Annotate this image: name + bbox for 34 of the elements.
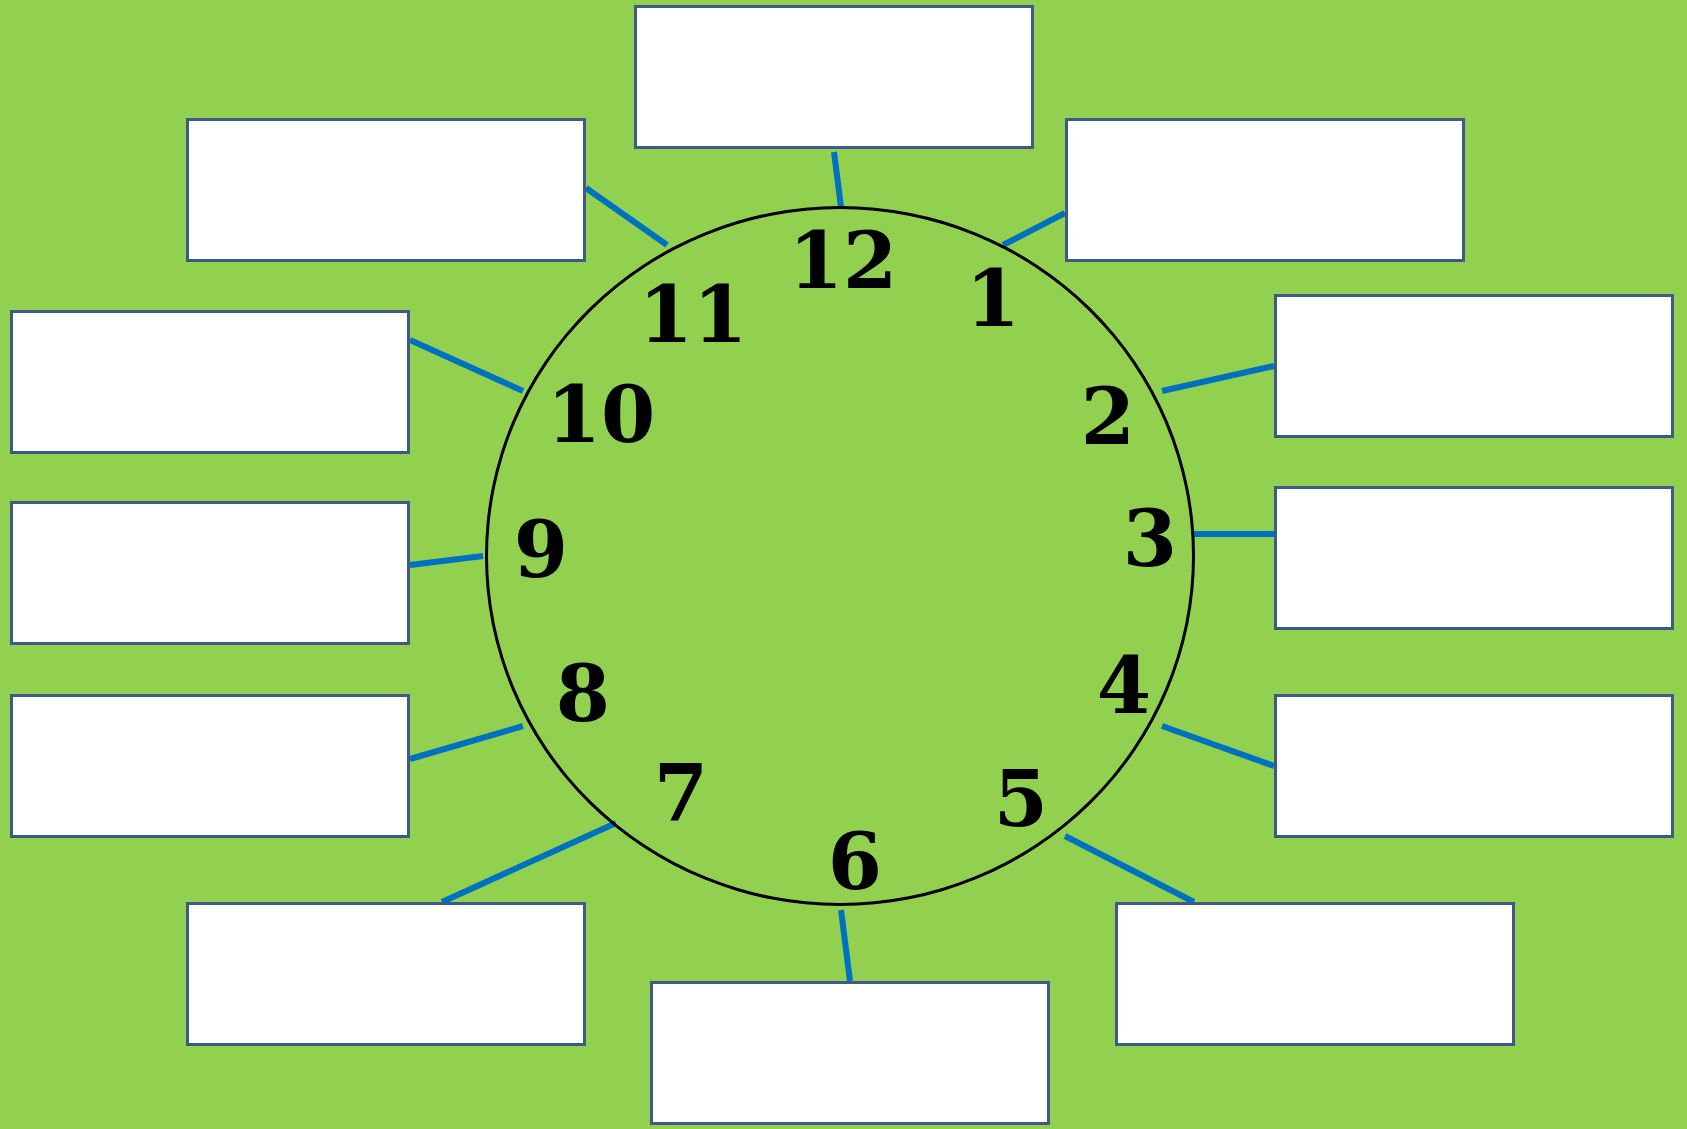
answer-box bbox=[10, 694, 410, 838]
clock-numeral: 7 bbox=[653, 755, 709, 833]
leader-line bbox=[831, 151, 844, 208]
clock-numeral: 6 bbox=[827, 823, 883, 901]
answer-box bbox=[1065, 118, 1465, 262]
answer-box bbox=[1115, 902, 1515, 1046]
leader-line bbox=[1001, 210, 1067, 248]
clock-numeral: 10 bbox=[546, 376, 656, 454]
answer-box bbox=[1274, 694, 1674, 838]
leader-line bbox=[409, 553, 484, 568]
clock-numeral: 8 bbox=[555, 655, 611, 733]
clock-numeral: 2 bbox=[1080, 378, 1136, 456]
clock-numeral: 12 bbox=[788, 222, 898, 300]
leader-line bbox=[584, 185, 669, 248]
clock-numeral: 5 bbox=[993, 760, 1049, 838]
clock-numeral: 3 bbox=[1122, 500, 1178, 578]
clock-numeral: 4 bbox=[1096, 647, 1152, 725]
answer-box bbox=[1274, 486, 1674, 630]
clock-numeral: 11 bbox=[638, 276, 748, 354]
clock-numeral: 1 bbox=[965, 260, 1021, 338]
answer-box bbox=[634, 5, 1034, 149]
answer-box bbox=[186, 118, 586, 262]
answer-box bbox=[650, 981, 1050, 1125]
leader-line bbox=[1161, 363, 1275, 394]
answer-box bbox=[10, 310, 410, 454]
leader-line bbox=[1161, 723, 1275, 769]
answer-box bbox=[10, 501, 410, 645]
clock-numeral: 9 bbox=[513, 511, 569, 589]
answer-box bbox=[186, 902, 586, 1046]
leader-line bbox=[409, 723, 524, 762]
answer-box bbox=[1274, 294, 1674, 438]
leader-line bbox=[838, 909, 853, 982]
leader-line bbox=[408, 337, 525, 394]
leader-line bbox=[1194, 531, 1274, 537]
